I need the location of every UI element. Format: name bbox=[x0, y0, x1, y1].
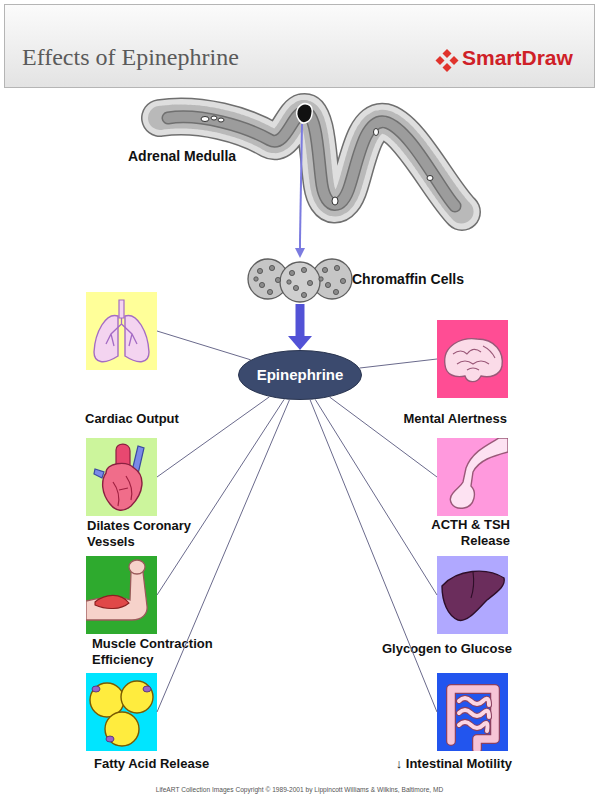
connector-arrow bbox=[296, 304, 305, 336]
connector-line bbox=[157, 331, 251, 360]
illustration-frame bbox=[125, 92, 490, 240]
effect-caption: ACTH & TSH Release bbox=[425, 517, 510, 549]
logo-icon bbox=[436, 49, 459, 72]
effect-caption: Cardiac Output bbox=[85, 411, 235, 427]
diagram-title: Effects of Epinephrine bbox=[22, 44, 239, 71]
logo-text: SmartDraw bbox=[462, 45, 592, 70]
effect-box: ↓ Intestinal Motility bbox=[437, 673, 508, 751]
effect-caption: Mental Alertness bbox=[357, 411, 507, 427]
organ-illustration bbox=[94, 444, 144, 510]
connector-line bbox=[330, 397, 437, 477]
ellipse-shape bbox=[239, 351, 362, 400]
effect-caption: Fatty Acid Release bbox=[94, 756, 244, 772]
organ-label: Adrenal Medulla bbox=[128, 148, 268, 165]
illustration-frame bbox=[437, 438, 508, 516]
illustration-frame bbox=[86, 438, 157, 516]
connector-line bbox=[360, 359, 437, 368]
cell-label: Chromaffin Cells bbox=[352, 271, 492, 288]
organ-illustration bbox=[450, 438, 508, 508]
illustration-frame bbox=[86, 673, 157, 751]
header-band bbox=[5, 5, 595, 88]
effect-box: Fatty Acid Release bbox=[86, 673, 157, 751]
effect-box: ACTH & TSH Release bbox=[437, 438, 508, 516]
hormone-ellipse: Epinephrine bbox=[238, 350, 362, 400]
effect-caption: Muscle Contraction Efficiency bbox=[92, 636, 232, 668]
illustration-frame bbox=[437, 320, 508, 398]
adrenal-medulla: Adrenal Medulla bbox=[125, 92, 490, 240]
connector-line bbox=[315, 399, 437, 595]
organ-illustration bbox=[442, 571, 504, 620]
organ-illustration bbox=[160, 104, 462, 240]
effect-caption: ↓ Intestinal Motility bbox=[352, 756, 512, 772]
organ-illustration bbox=[451, 689, 495, 749]
illustration-frame bbox=[437, 556, 508, 634]
effect-box: Dilates Coronary Vessels bbox=[86, 438, 157, 516]
effect-caption: Glycogen to Glucose bbox=[352, 641, 512, 657]
connector-line bbox=[157, 400, 290, 712]
connector-line bbox=[310, 400, 437, 712]
effect-box: Muscle Contraction Efficiency bbox=[86, 556, 157, 634]
illustration-frame bbox=[86, 292, 157, 370]
chromaffin-cells: Chromaffin Cells bbox=[245, 256, 355, 304]
effect-box: Mental Alertness bbox=[437, 320, 508, 398]
organ-illustration bbox=[445, 339, 503, 382]
illustration-frame bbox=[437, 673, 508, 751]
hormone-name: Epinephrine bbox=[238, 350, 362, 400]
organ-illustration bbox=[94, 300, 149, 362]
organ-illustration bbox=[248, 259, 352, 302]
connector-arrow bbox=[299, 240, 301, 248]
organ-illustration bbox=[86, 560, 147, 620]
connector-line bbox=[157, 399, 284, 595]
effect-caption: Dilates Coronary Vessels bbox=[87, 518, 217, 550]
effect-box: Glycogen to Glucose bbox=[437, 556, 508, 634]
illustration-frame bbox=[245, 256, 355, 304]
organ-illustration bbox=[90, 681, 153, 746]
copyright-note: LifeART Collection Images Copyright © 19… bbox=[0, 785, 599, 796]
effect-box: Cardiac Output bbox=[86, 292, 157, 370]
illustration-frame bbox=[86, 556, 157, 634]
connector-line bbox=[157, 397, 269, 477]
